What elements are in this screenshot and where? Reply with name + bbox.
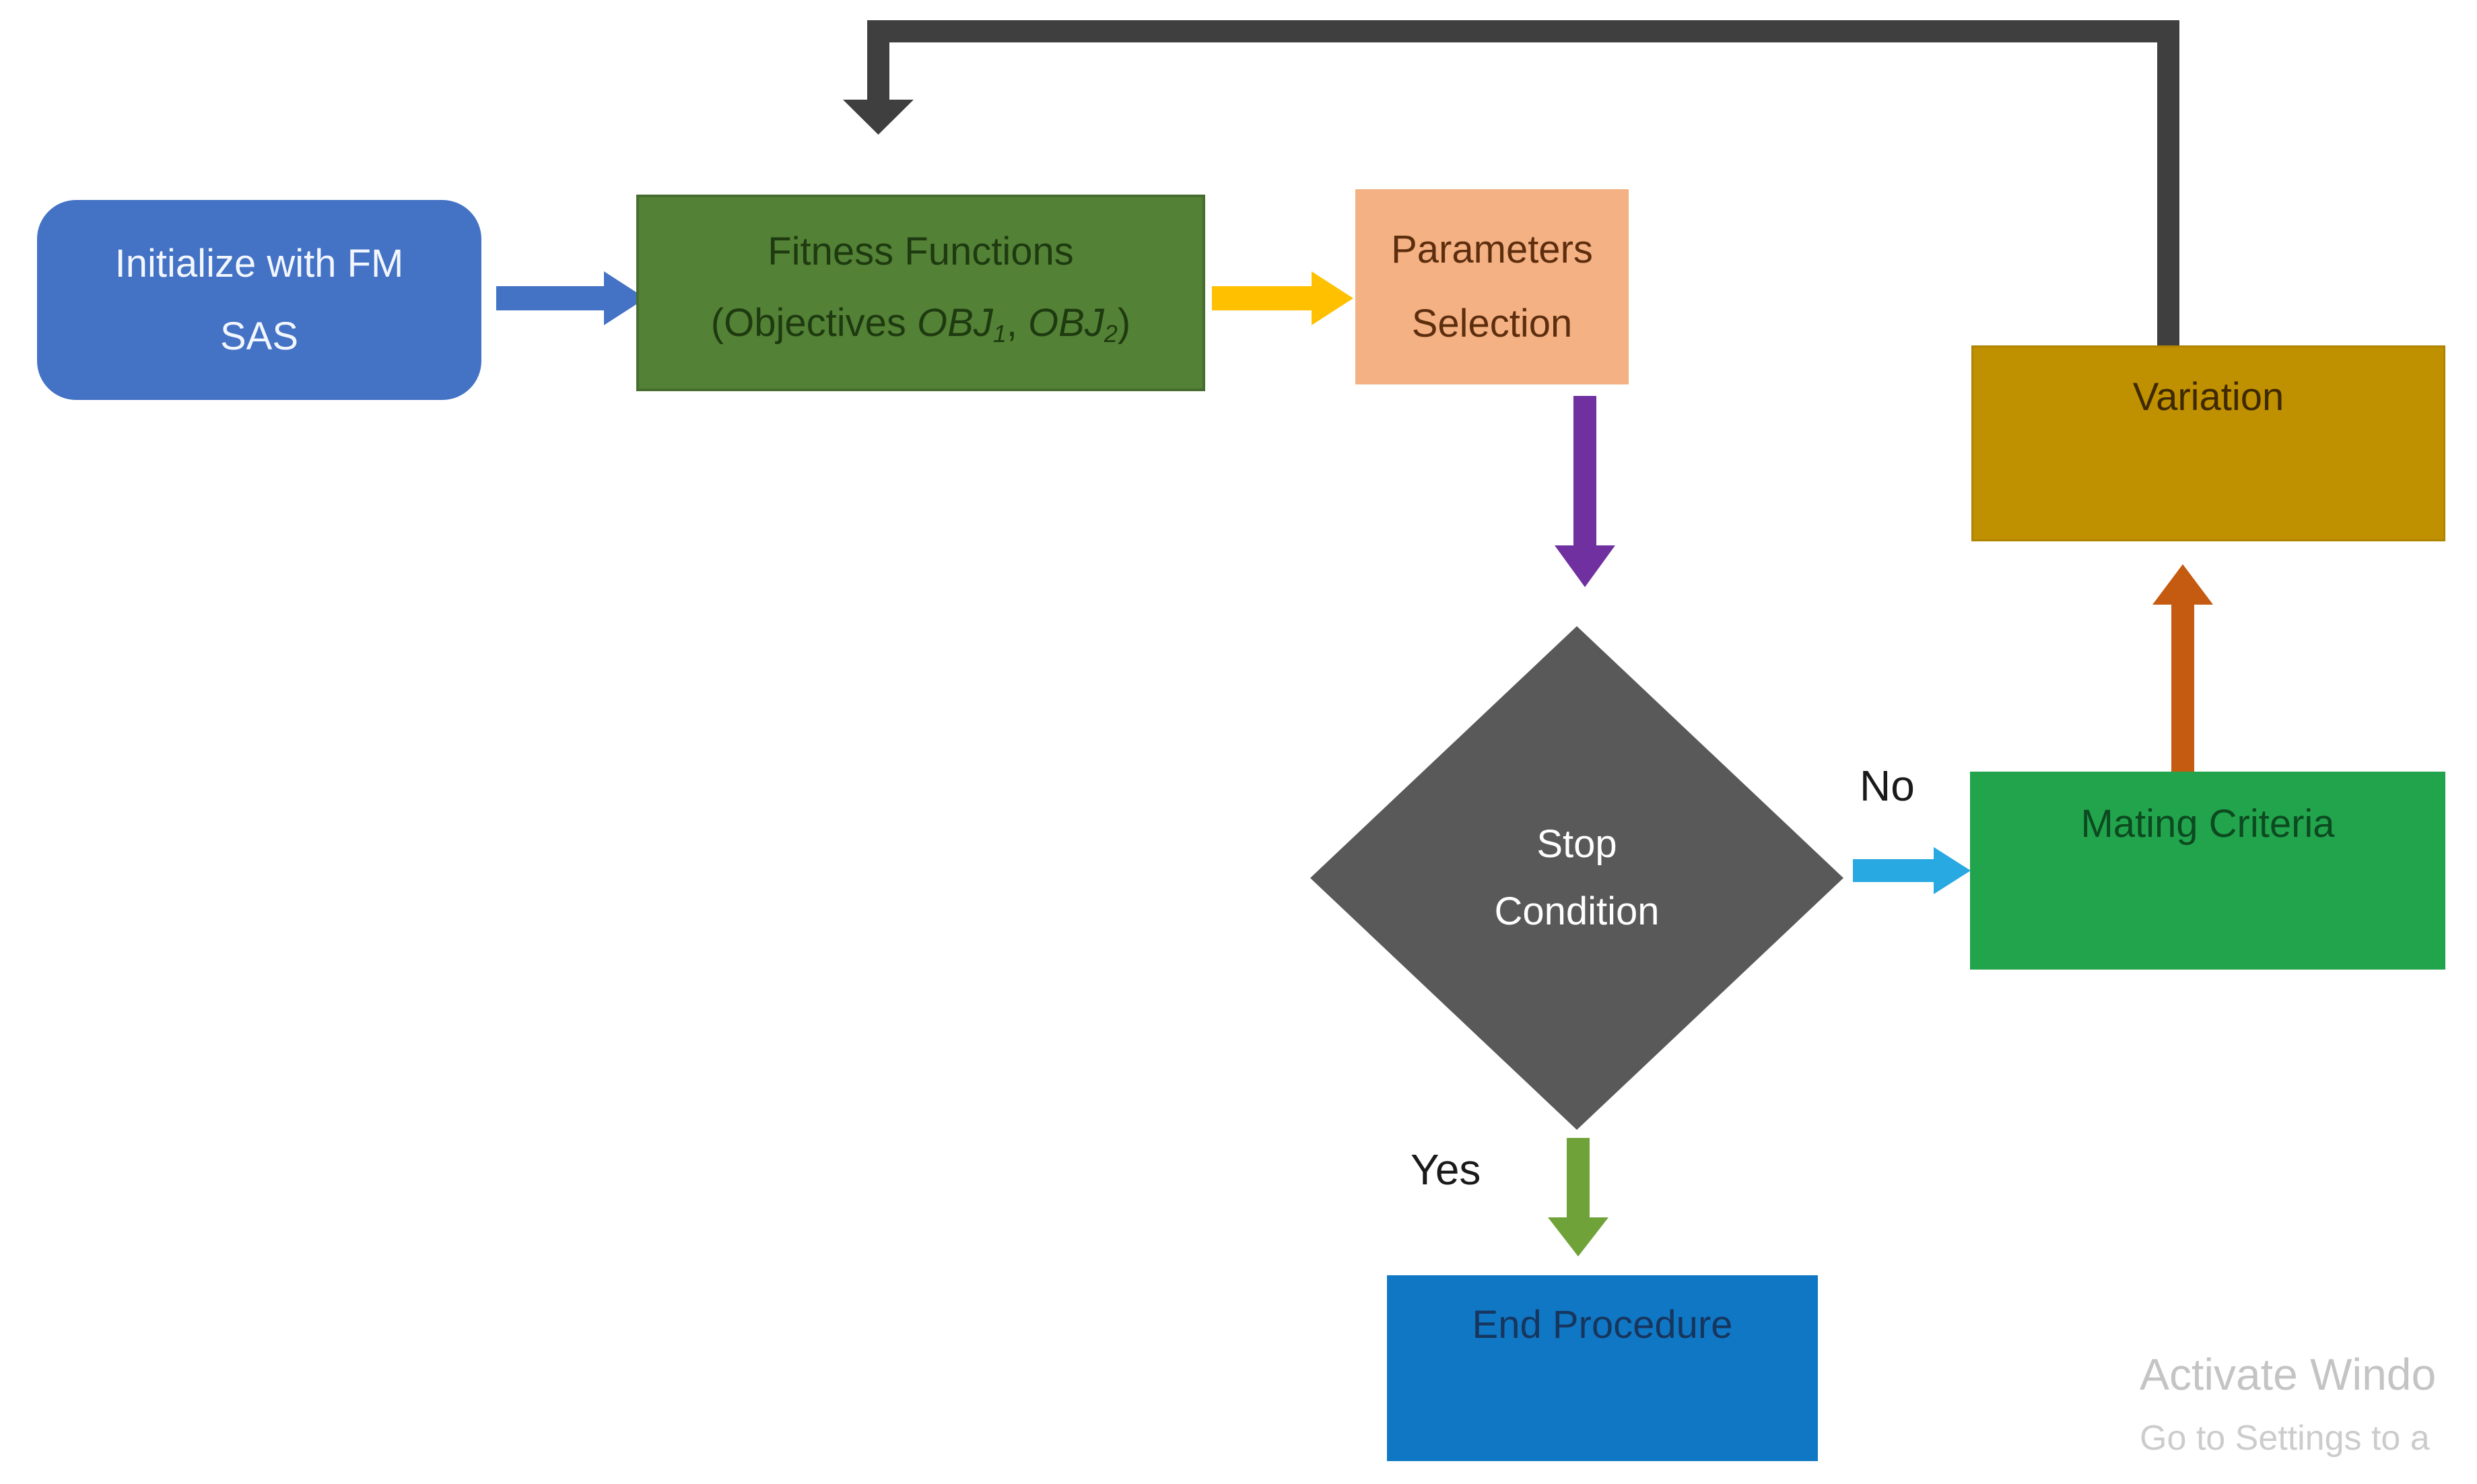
activate-windows-watermark-line1: Activate Windo — [2140, 1349, 2437, 1399]
arrow-stop-to-mating-shaft — [1853, 859, 1939, 882]
arrow-params-to-stop-shaft — [1573, 396, 1596, 545]
fitness-obj1-subscript: 1 — [992, 319, 1007, 347]
node-fitness-label-line2: (Objectives OBJ1, OBJ2) — [711, 288, 1130, 370]
node-variation-label: Variation — [2132, 375, 2284, 419]
arrow-fitness-to-params-head-icon — [1312, 271, 1353, 325]
node-initialize-label-line2: SAS — [219, 314, 299, 358]
arrow-fitness-to-params-shaft — [1212, 286, 1313, 310]
fitness-objectives-separator: , — [1006, 301, 1029, 345]
node-initialize: Initialize with FM SAS — [37, 200, 481, 400]
node-initialize-label-line1: Initialize with FM — [114, 241, 404, 285]
edge-label-yes: Yes — [1411, 1145, 1481, 1194]
loop-connector-top-bar — [867, 20, 2179, 42]
fitness-objectives-prefix: (Objectives — [710, 301, 917, 345]
fitness-objectives-suffix: ) — [1117, 301, 1131, 345]
arrow-params-to-stop-head-icon — [1555, 545, 1615, 587]
arrow-init-to-fitness-shaft — [496, 286, 604, 310]
arrow-mating-to-variation-shaft — [2171, 605, 2194, 772]
fitness-obj1-symbol: OBJ — [917, 301, 993, 345]
edge-label-no: No — [1860, 762, 1915, 810]
node-stop-label-line1: Stop — [1536, 822, 1617, 866]
loop-connector-right-vertical — [2157, 20, 2179, 345]
node-parameters-label-line2: Selection — [1411, 302, 1573, 345]
node-parameters-selection: Parameters Selection — [1355, 189, 1629, 384]
node-parameters-label-line1: Parameters — [1391, 228, 1593, 271]
loop-connector-left-vertical — [867, 20, 889, 101]
node-variation: Variation — [1971, 345, 2445, 541]
arrow-stop-to-mating-head-icon — [1934, 847, 1971, 894]
node-stop-condition: Stop Condition — [1310, 626, 1843, 1130]
node-end-procedure: End Procedure — [1387, 1275, 1818, 1461]
arrow-stop-to-end-shaft — [1567, 1138, 1590, 1217]
fitness-obj2-subscript: 2 — [1104, 319, 1118, 347]
arrow-mating-to-variation-head-icon — [2152, 564, 2213, 605]
activate-windows-watermark-line2: Go to Settings to a — [2140, 1419, 2430, 1458]
node-fitness-label-line1: Fitness Functions — [768, 230, 1074, 273]
fitness-obj2-symbol: OBJ — [1028, 301, 1104, 345]
node-mating-criteria: Mating Criteria — [1970, 772, 2445, 970]
node-mating-label: Mating Criteria — [2080, 802, 2335, 846]
node-stop-label-line2: Condition — [1494, 889, 1660, 933]
node-fitness-functions: Fitness Functions (Objectives OBJ1, OBJ2… — [636, 195, 1205, 391]
arrow-stop-to-end-head-icon — [1548, 1217, 1608, 1256]
node-end-label: End Procedure — [1472, 1303, 1733, 1347]
loop-arrowhead-down-icon — [843, 100, 914, 135]
